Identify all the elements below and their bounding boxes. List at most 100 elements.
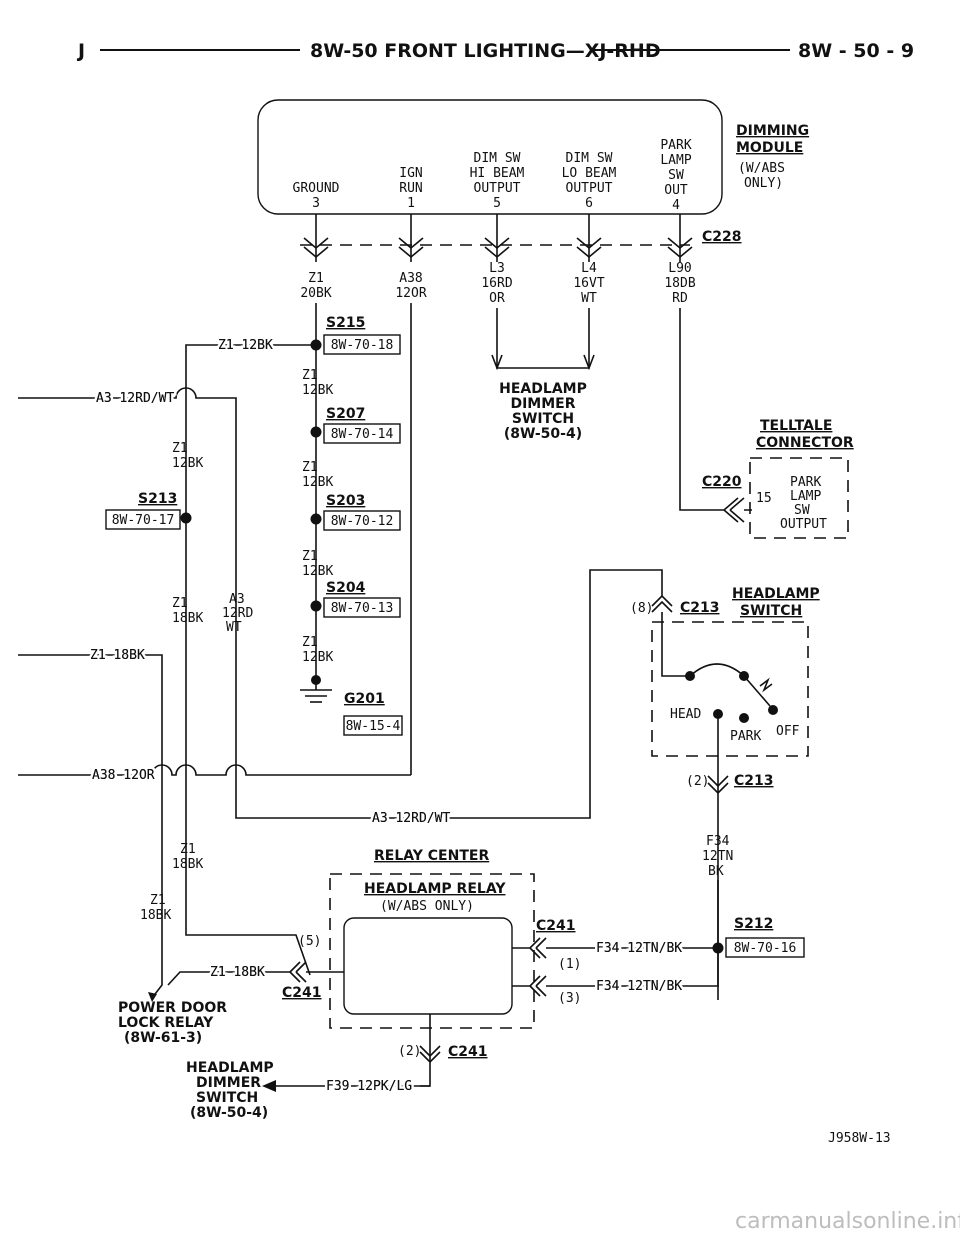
svg-text:A3: A3 — [229, 592, 245, 607]
svg-text:DIM SW: DIM SW — [566, 151, 613, 166]
svg-text:LAMP: LAMP — [790, 489, 821, 504]
relay-note: (W/ABS ONLY) — [380, 899, 474, 914]
wire-l4-3: WT — [581, 291, 597, 306]
wire-a3-bottom: A3 12RD/WT — [372, 811, 450, 826]
svg-text:SW: SW — [794, 503, 810, 518]
module-pin-park-lamp: PARK LAMP SW OUT 4 — [660, 138, 691, 213]
module-pin-hi-beam: DIM SW HI BEAM OUTPUT 5 — [470, 151, 525, 211]
switch-off-label: OFF — [776, 724, 800, 739]
dimming-module: DIMMING MODULE (W/ABS ONLY) GROUND 3 IGN… — [257, 99, 809, 215]
f34-wiring: F34 12TN BK S212 8W-70-16 — [690, 834, 805, 987]
headlamp-switch-pin-8: (8) — [630, 601, 653, 616]
svg-text:1: 1 — [407, 196, 415, 211]
svg-text:F34 12TN/BK: F34 12TN/BK — [596, 941, 682, 956]
svg-text:HEADLAMP: HEADLAMP — [499, 381, 587, 397]
headlamp-switch-title-2: SWITCH — [740, 603, 802, 619]
svg-text:Z1: Z1 — [302, 368, 318, 383]
svg-text:12RD: 12RD — [222, 606, 253, 621]
wire-z1-18bk-relay: Z1 18BK — [210, 965, 265, 980]
svg-text:Z1: Z1 — [180, 842, 196, 857]
wire-a38-2: 12OR — [395, 286, 426, 301]
splice-dot-s213 — [180, 512, 192, 524]
svg-text:OUTPUT: OUTPUT — [474, 181, 521, 196]
s213-label: S213 — [138, 491, 177, 507]
svg-text:4: 4 — [672, 198, 680, 213]
wire-l90-2: 18DB — [664, 276, 695, 291]
splice-dot-s207 — [310, 426, 322, 438]
svg-text:F39 12PK/LG: F39 12PK/LG — [326, 1079, 412, 1094]
headlamp-switch-title-1: HEADLAMP — [732, 586, 820, 602]
headlamp-dimmer-bottom: F39 12PK/LG F39 12PK/LG HEADLAMP DIMMER … — [186, 1060, 430, 1121]
telltale-title-2: CONNECTOR — [756, 435, 854, 451]
relay-center: RELAY CENTER HEADLAMP RELAY (W/ABS ONLY)… — [282, 848, 714, 1087]
wire-l4-2: 16VT — [573, 276, 604, 291]
telltale-connector: TELLTALE CONNECTOR C220 15 PARK LAMP SW … — [702, 418, 854, 539]
svg-text:BK: BK — [708, 864, 724, 879]
switch-actuator-icon — [759, 677, 773, 693]
switch-park-label: PARK — [730, 729, 761, 744]
svg-text:OUTPUT: OUTPUT — [780, 517, 827, 532]
svg-text:(8W-50-4): (8W-50-4) — [504, 426, 582, 442]
wire-f39: F39 12PK/LG — [326, 1079, 412, 1094]
s213-ref: 8W-70-17 — [112, 513, 175, 528]
module-pin-lo-beam: DIM SW LO BEAM OUTPUT 6 — [562, 151, 617, 211]
wire-l3-3: OR — [489, 291, 505, 306]
s212-ref: 8W-70-16 — [734, 941, 797, 956]
wire-a38-incoming: A38 12OR — [92, 768, 155, 783]
s204-label: S204 — [326, 580, 366, 596]
relay-pin-3: (3) — [558, 991, 581, 1006]
c220-label: C220 — [702, 474, 742, 490]
relay-pin-1: (1) — [558, 957, 581, 972]
svg-text:LAMP: LAMP — [660, 153, 691, 168]
module-name-2: MODULE — [736, 140, 803, 156]
wire-z1-12bk-inline: Z1 12BK — [218, 338, 273, 353]
wire-z1-20bk-2: 20BK — [300, 286, 331, 301]
g201-label: G201 — [344, 691, 385, 707]
svg-text:Z1 12BK: Z1 12BK — [218, 338, 273, 353]
svg-text:LO BEAM: LO BEAM — [562, 166, 617, 181]
module-pin-ign-run: IGN RUN 1 — [399, 166, 422, 211]
header-page-number: 8W - 50 - 9 — [798, 40, 914, 62]
s207-ref: 8W-70-14 — [331, 427, 394, 442]
figure-id: J958W-13 — [828, 1131, 891, 1146]
svg-text:GROUND: GROUND — [293, 181, 340, 196]
svg-text:5: 5 — [493, 196, 501, 211]
svg-text:Z1: Z1 — [302, 460, 318, 475]
headlamp-switch-pin-2: (2) — [686, 774, 709, 789]
svg-text:PARK: PARK — [660, 138, 691, 153]
svg-text:RUN: RUN — [399, 181, 422, 196]
svg-text:12BK: 12BK — [302, 564, 333, 579]
svg-text:F34: F34 — [706, 834, 730, 849]
module-note-1: (W/ABS — [738, 161, 785, 176]
svg-text:Z1: Z1 — [302, 549, 318, 564]
wire-labels-top: Z1 20BK A38 12OR L3 16RD OR L4 16VT WT L… — [300, 261, 695, 306]
svg-text:WT: WT — [226, 620, 242, 635]
c241-left-label: C241 — [282, 985, 322, 1001]
module-note-2: ONLY) — [744, 176, 783, 191]
svg-text:(8W-50-4): (8W-50-4) — [190, 1105, 268, 1121]
svg-text:18BK: 18BK — [172, 611, 203, 626]
svg-text:Z1: Z1 — [150, 893, 166, 908]
s203-ref: 8W-70-12 — [331, 514, 394, 529]
wire-a3-incoming: A3 12RD/WT — [96, 391, 174, 406]
svg-text:Z1 18BK: Z1 18BK — [90, 648, 145, 663]
svg-text:SWITCH: SWITCH — [512, 411, 574, 427]
connector-c228: C228 — [300, 214, 742, 262]
left-wiring: A3 12RD/WT A3 12RD/WT Z1 12BK S213 8W-70… — [18, 387, 663, 1046]
svg-text:12BK: 12BK — [172, 456, 203, 471]
svg-text:A3 12RD/WT: A3 12RD/WT — [96, 391, 174, 406]
svg-text:DIM SW: DIM SW — [474, 151, 521, 166]
s203-label: S203 — [326, 493, 365, 509]
svg-text:3: 3 — [312, 196, 320, 211]
s215-label: S215 — [326, 315, 365, 331]
svg-text:DIMMER: DIMMER — [510, 396, 575, 412]
telltale-pin: 15 — [756, 491, 772, 506]
ground-symbol-g201 — [300, 689, 332, 703]
svg-text:12BK: 12BK — [302, 475, 333, 490]
wire-l3-1: L3 — [489, 261, 505, 276]
c241-bottom-label: C241 — [448, 1044, 488, 1060]
svg-text:PARK: PARK — [790, 475, 821, 490]
svg-text:12TN: 12TN — [702, 849, 733, 864]
relay-name: HEADLAMP RELAY — [364, 881, 506, 897]
